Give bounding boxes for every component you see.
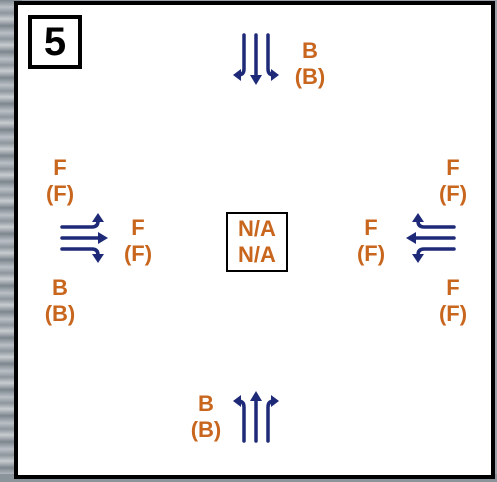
west-approach-arrows-icon [60, 211, 108, 267]
west-mid-line2: (F) [118, 241, 158, 267]
center-label-line1: N/A [228, 216, 286, 242]
east-bottom-line2: (F) [433, 301, 473, 327]
intersection-diagram-panel: 5 B (B) F (F) F ( [14, 1, 495, 479]
east-approach-arrows-icon [406, 211, 456, 267]
south-label-line1: B [183, 391, 229, 417]
center-label-line2: N/A [228, 242, 286, 268]
west-mid-line1: F [118, 215, 158, 241]
south-label-line2: (B) [183, 417, 229, 443]
north-label-line2: (B) [290, 64, 330, 90]
east-top-line2: (F) [433, 181, 473, 207]
north-approach-label: B (B) [290, 38, 330, 90]
east-mid-label: F (F) [351, 215, 391, 267]
east-mid-line2: (F) [351, 241, 391, 267]
west-mid-label: F (F) [118, 215, 158, 267]
east-bottom-line1: F [433, 275, 473, 301]
east-mid-line1: F [351, 215, 391, 241]
east-top-label: F (F) [433, 155, 473, 207]
center-intersection-box: N/A N/A [226, 212, 288, 272]
west-top-line1: F [40, 155, 80, 181]
west-bottom-line2: (B) [40, 301, 80, 327]
east-top-line1: F [433, 155, 473, 181]
south-approach-label: B (B) [183, 391, 229, 443]
west-bottom-line1: B [40, 275, 80, 301]
west-top-label: F (F) [40, 155, 80, 207]
figure-number-badge: 5 [28, 15, 82, 69]
east-bottom-label: F (F) [433, 275, 473, 327]
west-bottom-label: B (B) [40, 275, 80, 327]
south-approach-arrows-icon [232, 391, 282, 443]
north-approach-arrows-icon [232, 33, 282, 85]
west-top-line2: (F) [40, 181, 80, 207]
north-label-line1: B [290, 38, 330, 64]
